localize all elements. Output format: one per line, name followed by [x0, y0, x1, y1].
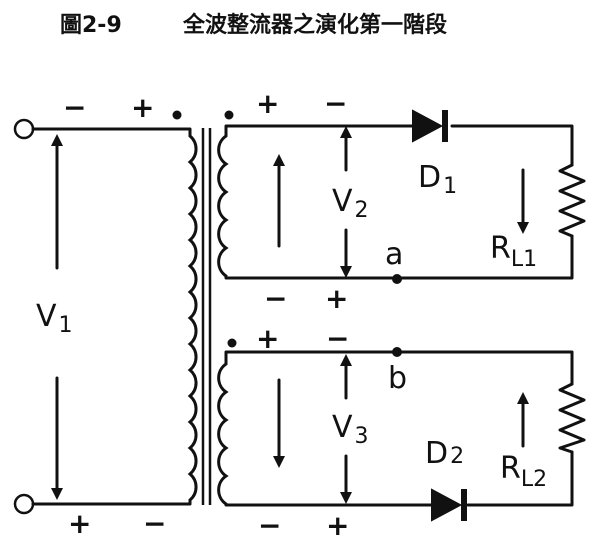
resistor-rl1: [558, 163, 586, 238]
secondary-1-polarity-dot: [224, 110, 234, 120]
secondary-2-bottom-plus-sign: +: [326, 509, 349, 542]
rl1-label: RL1: [490, 231, 537, 272]
upper-top-wire: [224, 124, 574, 167]
diode-d2-symbol: [431, 488, 463, 522]
node-a-junction: [392, 274, 402, 284]
secondary-1-top-plus-sign: +: [256, 87, 279, 120]
lower-top-wire: [224, 350, 574, 386]
v2-label: V2: [332, 184, 369, 223]
node-b-label: b: [388, 361, 407, 396]
upper-bottom-wire: [224, 234, 574, 280]
lower-bottom-wire: [224, 450, 574, 507]
primary-top-plus-sign: +: [131, 91, 154, 124]
resistor-rl2: [558, 382, 586, 454]
rl2-label: RL2: [500, 451, 547, 492]
d2-label: D2: [425, 436, 464, 471]
secondary-2-polarity-dot: [227, 338, 237, 348]
v3-label: V3: [332, 410, 369, 449]
d1-label: D1: [418, 160, 457, 199]
diode-d1-symbol: [412, 109, 444, 143]
figure-number: 圖2-9: [60, 13, 122, 38]
secondary-1-bottom-plus-sign: +: [325, 282, 348, 315]
secondary-1-winding: [217, 126, 229, 278]
secondary-1-top-minus-sign: −: [324, 87, 347, 120]
node-b-junction: [392, 347, 402, 357]
secondary-2-bottom-minus-sign: −: [258, 509, 281, 542]
primary-bottom-plus-sign: +: [68, 507, 91, 540]
input-terminal-bottom: [13, 493, 35, 515]
secondary-2-top-plus-sign: +: [256, 322, 279, 355]
secondary-2-winding: [217, 352, 229, 506]
primary-bottom-minus-sign: −: [143, 507, 166, 540]
primary-winding: [187, 129, 198, 504]
primary-polarity-dot: [172, 110, 182, 120]
secondary-1-bottom-minus-sign: −: [264, 282, 287, 315]
secondary-2-top-minus-sign: −: [326, 322, 349, 355]
figure-title: 全波整流器之演化第一階段: [182, 12, 447, 38]
node-a-label: a: [385, 237, 403, 272]
input-terminal-top: [13, 118, 35, 140]
v1-label: V1: [36, 299, 73, 338]
primary-top-minus-sign: −: [63, 91, 86, 124]
